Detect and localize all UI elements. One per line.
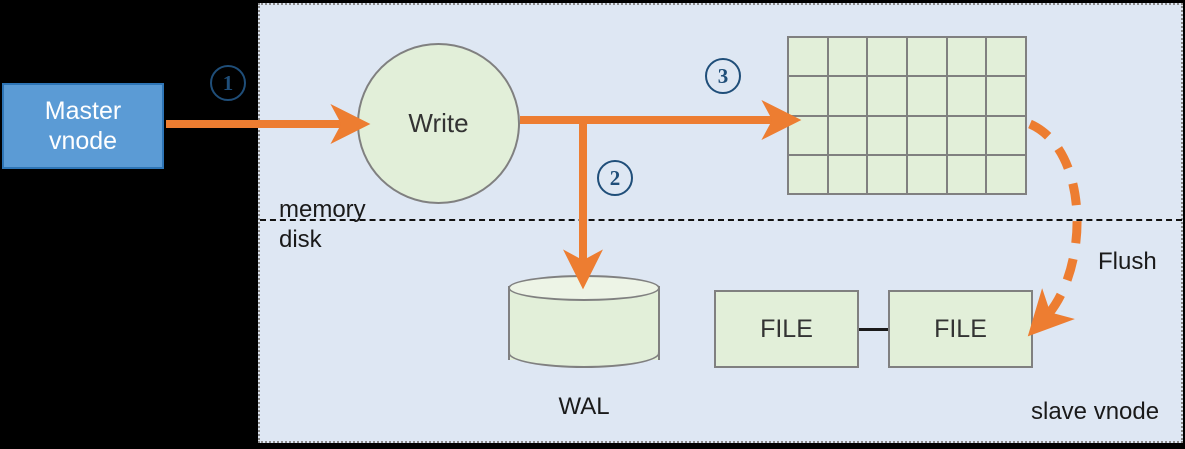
memtable-cell (947, 38, 986, 76)
flush-label: Flush (1098, 248, 1157, 275)
memory-label: memory (279, 196, 366, 223)
memtable-cell (789, 116, 827, 154)
memtable-cell (868, 77, 906, 115)
memtable-cell (947, 116, 986, 154)
memtable-cell (789, 77, 827, 115)
memory-disk-divider (260, 219, 1182, 221)
step-number-1-text: 1 (222, 70, 234, 95)
memtable-cell (828, 77, 867, 115)
memtable-cell (987, 77, 1025, 115)
memtable-cell (987, 155, 1025, 193)
memtable-cell (789, 38, 827, 76)
master-vnode-label-line1: Master (44, 96, 122, 125)
memtable-cell (908, 155, 946, 193)
memtable-cell (908, 77, 946, 115)
file-box-2[interactable]: FILE (888, 290, 1033, 368)
memtable-cell (868, 116, 906, 154)
master-vnode-box[interactable]: Master vnode (2, 83, 164, 169)
step-number-2: 2 (597, 160, 633, 196)
memtable-cell (908, 116, 946, 154)
memtable-cell (908, 38, 946, 76)
memtable-cell (868, 155, 906, 193)
master-vnode-label-line2: vnode (48, 127, 118, 155)
file-box-1-label: FILE (760, 314, 813, 343)
memtable-cell (947, 155, 986, 193)
slave-vnode-label: slave vnode (1031, 398, 1160, 425)
file-box-2-label: FILE (934, 314, 987, 343)
memtable-cell (987, 116, 1025, 154)
memtable-cell (947, 77, 986, 115)
wal-label: WAL (558, 393, 610, 420)
memtable-cell (868, 38, 906, 76)
file-connector-line (858, 328, 890, 331)
wal-database-cylinder (508, 275, 660, 371)
memtable-cell (828, 38, 867, 76)
memtable-cell (828, 116, 867, 154)
file-box-1[interactable]: FILE (714, 290, 859, 368)
step-number-1: 1 (210, 65, 246, 101)
write-node-label: Write (408, 108, 469, 138)
memtable-cell (828, 155, 867, 193)
memtable-grid (787, 36, 1027, 195)
memtable-cell (789, 155, 827, 193)
step-number-2-text: 2 (609, 165, 621, 190)
write-node[interactable]: Write (357, 43, 520, 204)
disk-label: disk (279, 226, 322, 253)
cylinder-top-ellipse (508, 275, 660, 301)
step-number-3: 3 (705, 58, 741, 94)
step-number-3-text: 3 (717, 63, 729, 88)
memtable-cell (987, 38, 1025, 76)
